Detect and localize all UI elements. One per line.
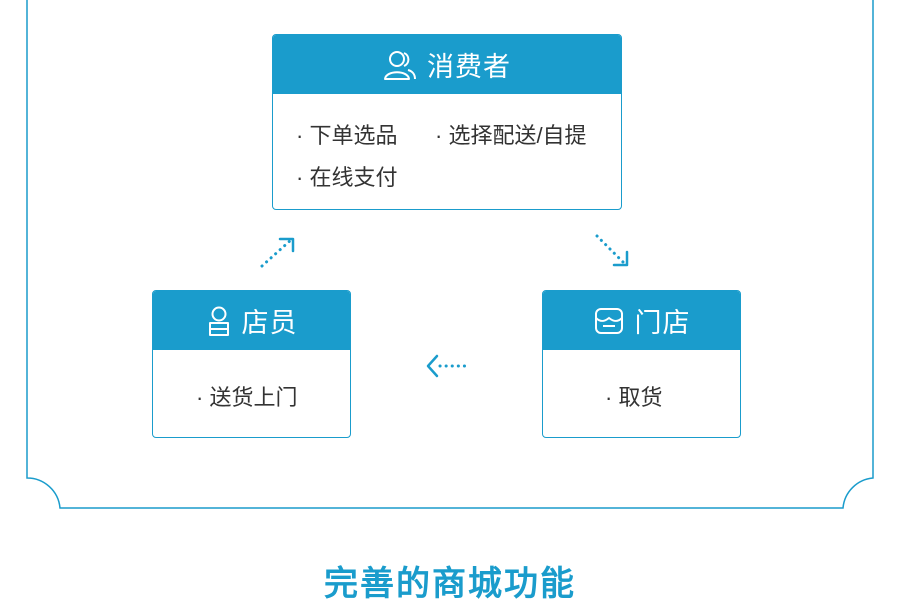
consumer-card-header: 消费者 — [273, 35, 621, 94]
store-card: 门店 · 取货 — [542, 290, 741, 438]
diagram-frame — [26, 0, 874, 509]
clerk-card-header: 店员 — [153, 291, 350, 350]
consumer-item: · 下单选品 — [296, 123, 398, 148]
consumer-item: · 选择配送/自提 — [435, 123, 587, 148]
section-title: 完善的商城功能 — [324, 565, 576, 603]
store-title: 门店 — [634, 308, 691, 338]
consumer-title: 消费者 — [427, 52, 511, 82]
clerk-title: 店员 — [241, 308, 298, 338]
arrow-up-right-icon — [260, 237, 295, 268]
store-card-header: 门店 — [543, 291, 740, 350]
store-icon — [594, 307, 623, 334]
arrow-down-right-icon — [595, 234, 629, 267]
clerk-item: · 送货上门 — [196, 385, 298, 410]
store-item: · 取货 — [605, 385, 663, 410]
user-group-icon — [384, 50, 416, 80]
consumer-card: 消费者 · 下单选品 · 选择配送/自提 · 在线支付 — [272, 34, 622, 210]
clerk-icon — [208, 306, 229, 336]
clerk-card: 店员 · 送货上门 — [152, 290, 351, 438]
consumer-item: · 在线支付 — [296, 165, 398, 190]
arrow-left-icon — [426, 354, 472, 378]
